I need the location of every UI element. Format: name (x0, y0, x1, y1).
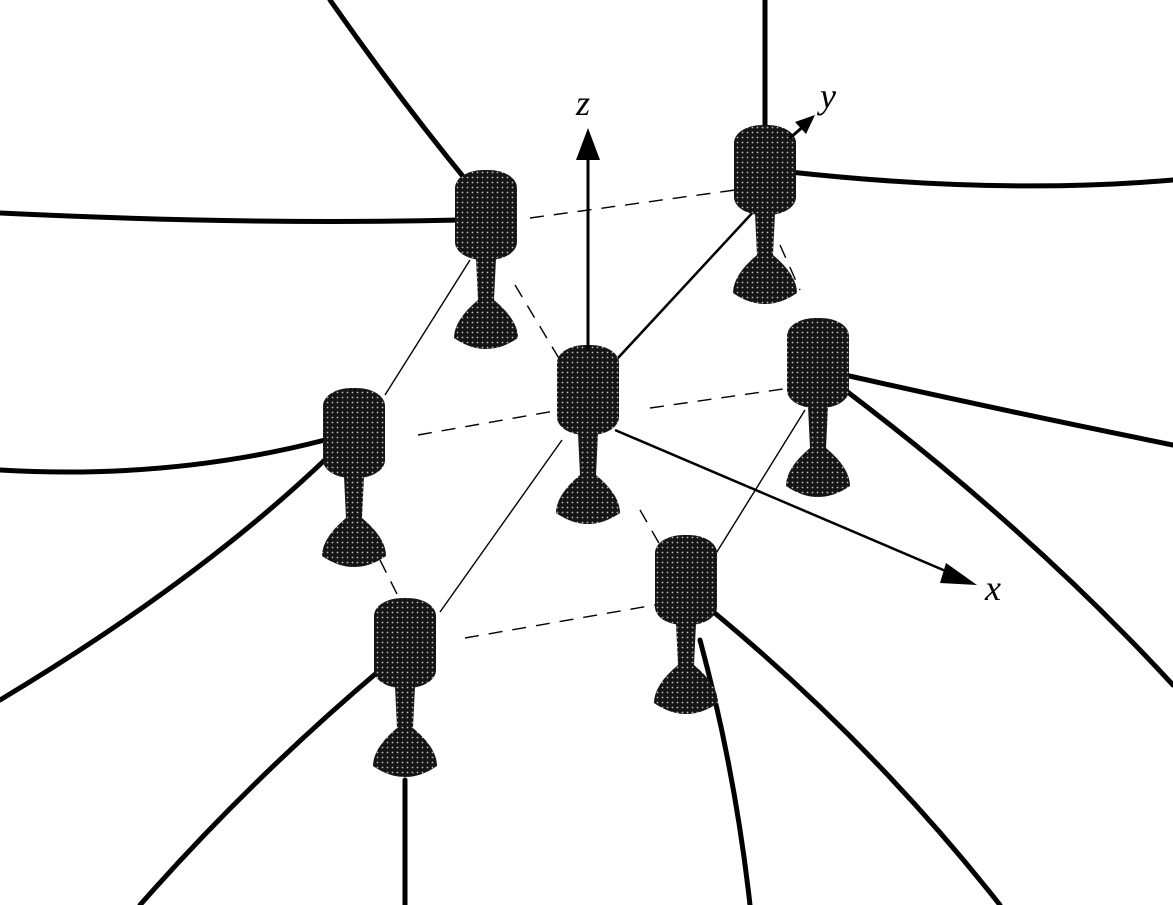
node-stem-bulb (733, 213, 797, 304)
node-cylinder (557, 345, 619, 435)
cable (787, 169, 1173, 189)
dashed-link (379, 559, 401, 601)
node (454, 170, 518, 349)
axes: z y x (575, 76, 1001, 608)
x-arrowhead (940, 563, 977, 585)
node (373, 598, 437, 777)
node-cylinder (323, 388, 385, 478)
node (322, 388, 386, 567)
solid-link (714, 409, 806, 556)
solid-link (384, 259, 471, 396)
node-stem-bulb (322, 476, 386, 567)
y-arrowhead (795, 115, 815, 134)
dashed-link (464, 604, 656, 639)
solid-link (439, 439, 563, 613)
dashed-link (417, 409, 561, 436)
dashed-link (779, 244, 801, 291)
cable (0, 437, 328, 475)
node (556, 345, 620, 524)
nodes (322, 125, 850, 777)
dashed-link (514, 284, 561, 361)
node-cylinder (655, 535, 717, 625)
cable (702, 602, 1003, 905)
node-cylinder (374, 598, 436, 688)
node (786, 318, 850, 497)
node (733, 125, 797, 304)
cable (327, 0, 473, 188)
connections (379, 189, 806, 639)
z-axis-label: z (575, 83, 590, 123)
node-stem-bulb (786, 406, 850, 497)
x-axis (614, 428, 956, 577)
cable (842, 387, 1173, 688)
dashed-link (649, 387, 791, 409)
node-stem-bulb (654, 623, 718, 714)
node-stem-bulb (556, 433, 620, 524)
y-axis-label: y (817, 76, 836, 116)
cable (0, 452, 333, 703)
cable (137, 667, 383, 905)
node-cylinder (787, 318, 849, 408)
z-arrowhead (576, 128, 600, 160)
x-axis-label: x (984, 568, 1001, 608)
solid-link (604, 209, 756, 373)
dashed-link (529, 189, 736, 219)
cable (0, 210, 463, 224)
cable (697, 637, 753, 905)
cable (842, 372, 1173, 448)
node-cylinder (734, 125, 796, 215)
node (654, 535, 718, 714)
dashed-link (639, 509, 661, 546)
node-cylinder (455, 170, 517, 260)
node-stem-bulb (373, 686, 437, 777)
node-stem-bulb (454, 258, 518, 349)
